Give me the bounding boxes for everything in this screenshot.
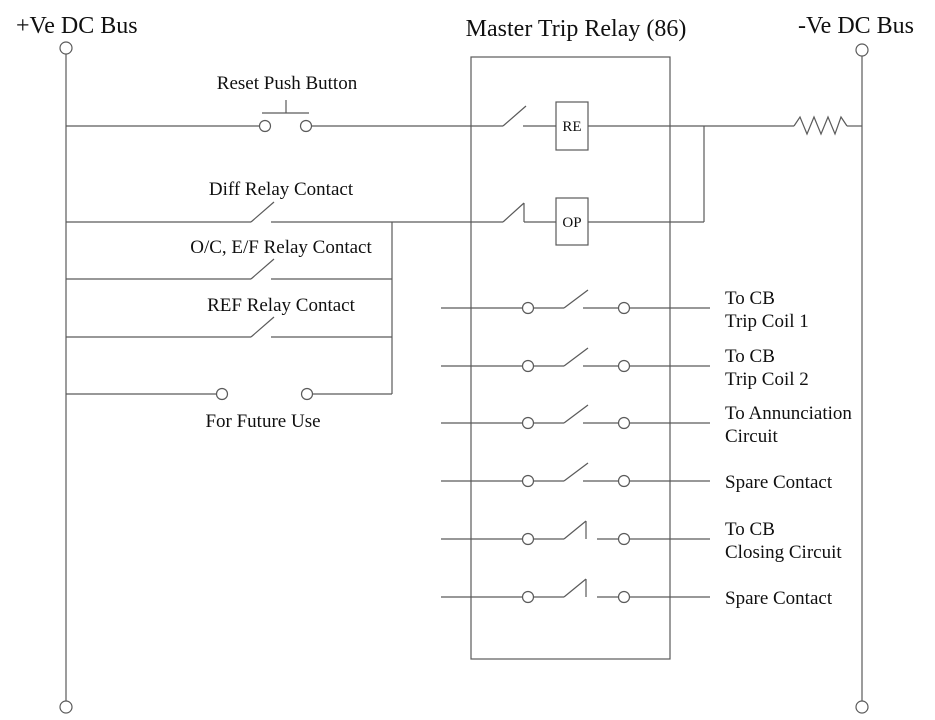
contact-blade (563, 289, 589, 309)
output-row-trip-coil-2: To CB Trip Coil 2 (441, 346, 809, 390)
output-label-line1: Spare Contact (725, 472, 833, 493)
push-button-terminal-left (258, 119, 272, 133)
future-use-label: For Future Use (205, 411, 320, 432)
op-contact-symbol (502, 202, 525, 223)
resistor-symbol (793, 115, 848, 136)
positive-bus-bottom-terminal (59, 700, 73, 714)
ref-contact-blade (250, 316, 275, 338)
contact-blade (563, 347, 589, 367)
contact-terminal-left (521, 590, 535, 604)
output-row-annunciation: To Annunciation Circuit (441, 403, 852, 447)
contact-terminal-left (521, 301, 535, 315)
op-contact-blade (502, 202, 525, 223)
push-button-terminal-right (299, 119, 313, 133)
contact-terminal-right (617, 359, 631, 373)
output-label-line2: Circuit (725, 426, 778, 447)
future-use-terminal-left (215, 387, 229, 401)
contact-blade (563, 462, 589, 482)
re-contact-blade (502, 105, 527, 127)
contact-terminal-right (617, 416, 631, 430)
oc-ef-relay-contact-label: O/C, E/F Relay Contact (190, 237, 372, 258)
relay-box (470, 56, 671, 660)
contact-terminal-left (521, 532, 535, 546)
contact-terminal-left (521, 416, 535, 430)
oc-ef-relay-row: O/C, E/F Relay Contact (66, 237, 392, 280)
contact-terminal-left (521, 474, 535, 488)
contact-blade (563, 404, 589, 424)
diff-relay-contact-label: Diff Relay Contact (209, 179, 354, 200)
negative-bus-bottom-terminal (855, 700, 869, 714)
push-button-symbol (258, 100, 313, 133)
positive-dc-bus: +Ve DC Bus (16, 13, 138, 714)
output-label-line1: To Annunciation (725, 403, 852, 424)
contact-terminal-right (617, 474, 631, 488)
output-label-line2: Trip Coil 2 (725, 369, 809, 390)
negative-bus-top-terminal (855, 43, 869, 57)
output-label-line1: To CB (725, 346, 775, 367)
oc-ef-contact-blade (250, 258, 275, 280)
diff-relay-row: Diff Relay Contact OP (66, 126, 705, 246)
positive-bus-label: +Ve DC Bus (16, 13, 138, 39)
ref-relay-row: REF Relay Contact (66, 295, 392, 338)
op-coil-label: OP (562, 215, 581, 231)
re-coil: RE (555, 101, 589, 151)
op-coil: OP (555, 197, 589, 246)
contact-terminal-right (617, 301, 631, 315)
contact-terminal-right (617, 590, 631, 604)
diagram-title: Master Trip Relay (86) (466, 16, 687, 42)
reset-row: Reset Push Button RE (66, 73, 862, 151)
output-row-closing-circuit: To CB Closing Circuit (441, 519, 842, 563)
contact-terminal-left (521, 359, 535, 373)
future-use-row: For Future Use (66, 387, 392, 432)
re-coil-label: RE (562, 119, 581, 135)
negative-bus-label: -Ve DC Bus (798, 13, 914, 39)
diff-contact-blade (250, 201, 275, 223)
contact-terminal-right (617, 532, 631, 546)
output-label-line2: Closing Circuit (725, 542, 842, 563)
output-label-line1: Spare Contact (725, 588, 833, 609)
output-label-line2: Trip Coil 1 (725, 311, 809, 332)
reset-push-button-label: Reset Push Button (217, 73, 358, 94)
output-row-trip-coil-1: To CB Trip Coil 1 (441, 288, 809, 332)
positive-bus-top-terminal (59, 41, 73, 55)
output-row-spare-1: Spare Contact (441, 462, 833, 493)
output-label-line1: To CB (725, 288, 775, 309)
output-row-spare-2: Spare Contact (441, 578, 833, 609)
output-label-line1: To CB (725, 519, 775, 540)
negative-dc-bus: -Ve DC Bus (798, 13, 914, 714)
future-use-terminal-right (300, 387, 314, 401)
contact-blade (563, 578, 587, 598)
contact-blade (563, 520, 587, 540)
ref-relay-contact-label: REF Relay Contact (207, 295, 355, 316)
